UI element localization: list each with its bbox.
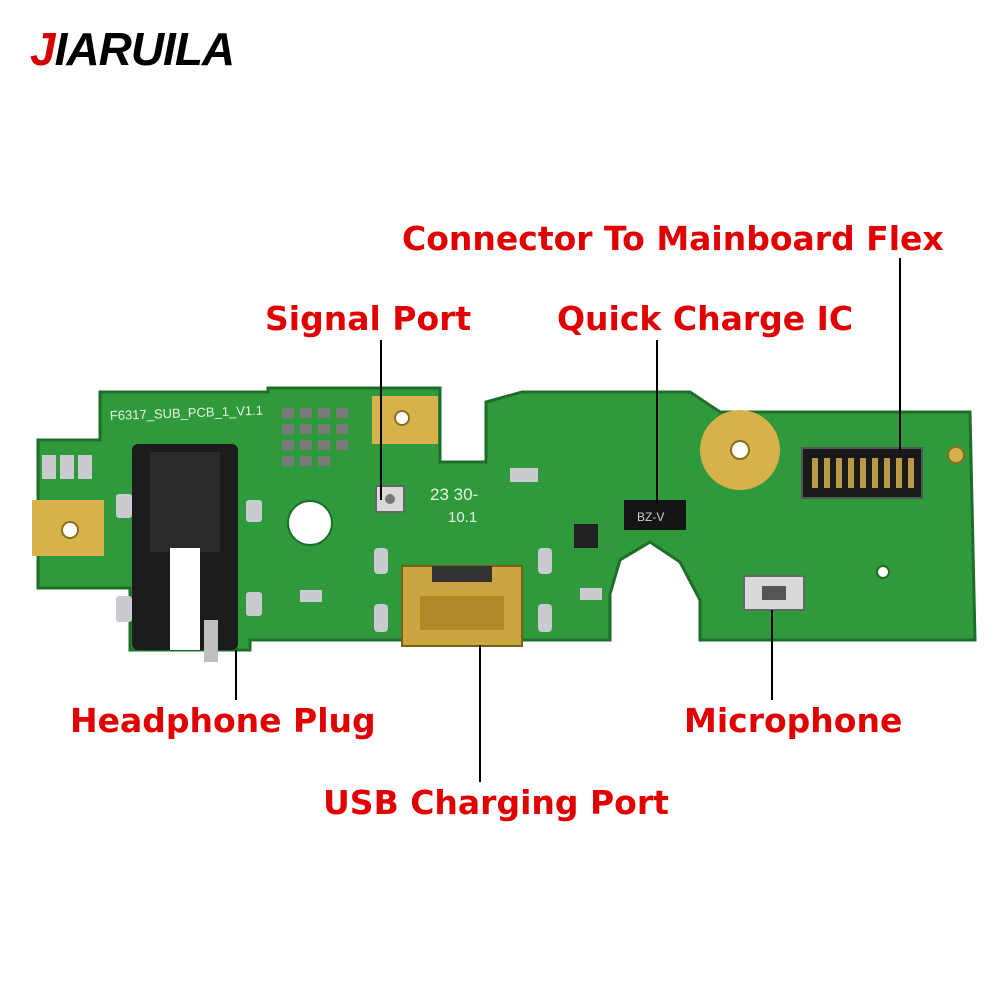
mount-hole-top: [394, 410, 410, 426]
quick-charge-ic: [624, 500, 686, 530]
board-code-line2: 10.1: [448, 509, 477, 526]
label-signal-port: Signal Port: [265, 299, 472, 338]
mount-hole-round: [730, 440, 750, 460]
brand-logo-first: J: [30, 23, 56, 75]
board-hole-middle: [287, 500, 333, 546]
board-code-line1: 23 30-: [430, 485, 478, 504]
label-headphone-plug: Headphone Plug: [70, 701, 376, 740]
label-microphone: Microphone: [684, 701, 903, 740]
mount-hole-left: [61, 521, 79, 539]
board-hole-right: [876, 565, 890, 579]
ic-marking: BZ-V: [637, 510, 664, 524]
brand-logo-rest: IARUILA: [54, 23, 236, 75]
label-usb-charging-port: USB Charging Port: [323, 783, 669, 822]
board-silkscreen: F6317_SUB_PCB_1_V1.1: [110, 403, 264, 423]
label-quick-charge-ic: Quick Charge IC: [557, 299, 854, 338]
board-hole-small: [947, 446, 965, 464]
brand-logo: JIARUILA: [30, 22, 236, 76]
label-connector-to-mainboard-flex: Connector To Mainboard Flex: [402, 219, 944, 258]
